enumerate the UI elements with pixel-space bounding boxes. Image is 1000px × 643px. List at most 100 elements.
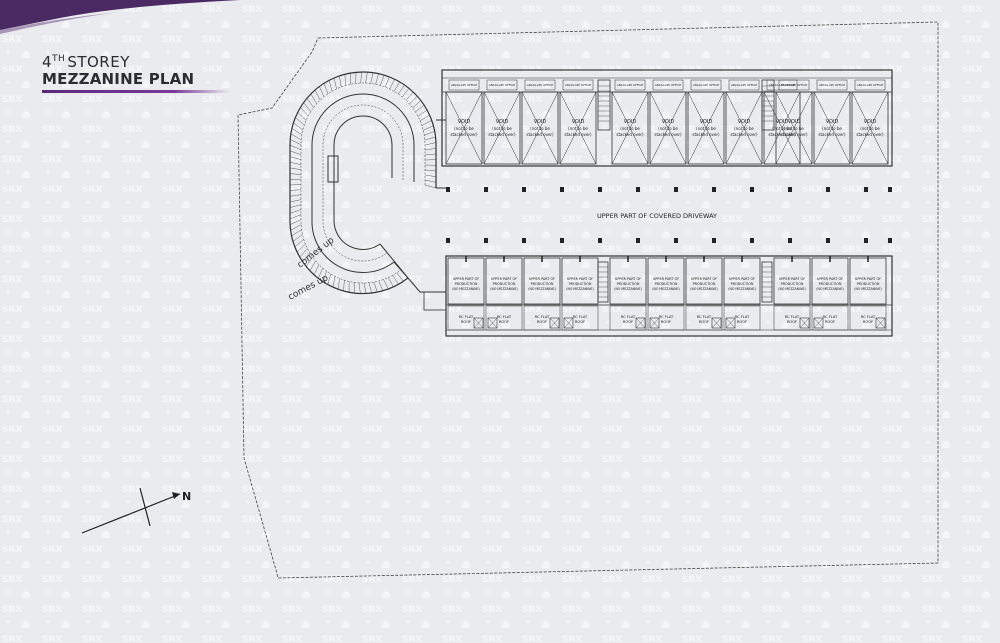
north-arrow: N (81, 487, 191, 534)
production-label: (NO MEZZANINE) (528, 287, 555, 291)
office-label: ANCILLARY OFFICE (565, 83, 591, 87)
void-label: VOID (572, 119, 585, 125)
production-label: (NO MEZZANINE) (728, 287, 755, 291)
driveway-label: UPPER PART OF COVERED DRIVEWAY (597, 212, 717, 220)
void-label: VOID (776, 119, 789, 125)
production-label: (NO MEZZANINE) (566, 287, 593, 291)
void-label: VOID (826, 119, 839, 125)
office-label: ANCILLARY OFFICE (617, 83, 643, 87)
rc-flat-roof-label: ROOF (461, 320, 471, 324)
void-note: (not to be (822, 126, 842, 131)
ramp-connector-top (436, 119, 446, 189)
storey-title: 4 TH STOREY (42, 54, 230, 70)
void-note: stacked over) (856, 132, 884, 137)
office-label: ANCILLARY OFFICE (527, 83, 553, 87)
rc-flat-roof-label: ROOF (499, 320, 509, 324)
void-note: (not to be (784, 126, 804, 131)
void-note: (not to be (860, 126, 880, 131)
void-note: (not to be (530, 126, 550, 131)
storey-suffix: TH (52, 54, 66, 64)
title-underline (42, 90, 230, 93)
ramp-stripes (289, 71, 437, 294)
rc-flat-roof-label: ROOF (699, 320, 709, 324)
production-label: PRODUCTION (493, 282, 516, 286)
void-label: VOID (864, 119, 877, 125)
top-unit-block (441, 69, 893, 167)
bottom-left-stair (423, 291, 447, 311)
production-label: PRODUCTION (455, 282, 478, 286)
void-note: (not to be (696, 126, 716, 131)
plan-name: MEZZANINE PLAN (42, 70, 195, 88)
production-label: (NO MEZZANINE) (854, 287, 881, 291)
void-note: stacked over) (780, 132, 808, 137)
production-label: PRODUCTION (531, 282, 554, 286)
rc-flat-roof-label: ROOF (737, 320, 747, 324)
void-label: VOID (458, 119, 471, 125)
production-label: PRODUCTION (781, 282, 804, 286)
void-note: (not to be (454, 126, 474, 131)
rc-flat-roof-label: RC FLAT (497, 315, 512, 319)
void-note: (not to be (772, 126, 792, 131)
production-label: UPPER PART OF (529, 277, 555, 281)
office-label: ANCILLARY OFFICE (819, 83, 845, 87)
production-label: PRODUCTION (655, 282, 678, 286)
production-label: PRODUCTION (569, 282, 592, 286)
rc-flat-roof-label: ROOF (537, 320, 547, 324)
void-label: VOID (738, 119, 751, 125)
site-boundary (237, 21, 939, 579)
rc-flat-roof-label: RC FLAT (785, 315, 800, 319)
rc-flat-roof-label: RC FLAT (735, 315, 750, 319)
storey-number: 4 (42, 53, 53, 71)
void-note: stacked over) (768, 132, 796, 137)
stair-core (597, 261, 609, 303)
production-label: PRODUCTION (731, 282, 754, 286)
office-label: ANCILLARY OFFICE (731, 83, 757, 87)
void-note: stacked over) (730, 132, 758, 137)
void-label: VOID (496, 119, 509, 125)
production-label: UPPER PART OF (779, 277, 805, 281)
production-label: UPPER PART OF (491, 277, 517, 281)
rc-flat-roof-label: ROOF (863, 320, 873, 324)
office-label: ANCILLARY OFFICE (857, 83, 883, 87)
void-label: VOID (624, 119, 637, 125)
void-note: (not to be (658, 126, 678, 131)
rc-flat-roof-label: RC FLAT (659, 315, 674, 319)
void-note: stacked over) (692, 132, 720, 137)
production-label: UPPER PART OF (817, 277, 843, 281)
void-label: VOID (534, 119, 547, 125)
void-note: (not to be (734, 126, 754, 131)
production-label: PRODUCTION (857, 282, 880, 286)
plan-title: 4 TH STOREY MEZZANINE PLAN (42, 54, 230, 93)
production-label: PRODUCTION (617, 282, 640, 286)
production-label: UPPER PART OF (453, 277, 479, 281)
void-note: (not to be (568, 126, 588, 131)
production-label: (NO MEZZANINE) (690, 287, 717, 291)
production-label: (NO MEZZANINE) (816, 287, 843, 291)
production-label: UPPER PART OF (615, 277, 641, 281)
rc-flat-roof-label: RC FLAT (621, 315, 636, 319)
stair-core (761, 79, 775, 131)
rc-flat-roof-label: RC FLAT (823, 315, 838, 319)
rc-flat-roof-label: ROOF (575, 320, 585, 324)
stair-core (597, 79, 611, 131)
rc-flat-roof-label: RC FLAT (861, 315, 876, 319)
rc-flat-roof-label: RC FLAT (697, 315, 712, 319)
production-label: (NO MEZZANINE) (452, 287, 479, 291)
production-label: UPPER PART OF (567, 277, 593, 281)
void-note: stacked over) (488, 132, 516, 137)
void-label: VOID (788, 119, 801, 125)
